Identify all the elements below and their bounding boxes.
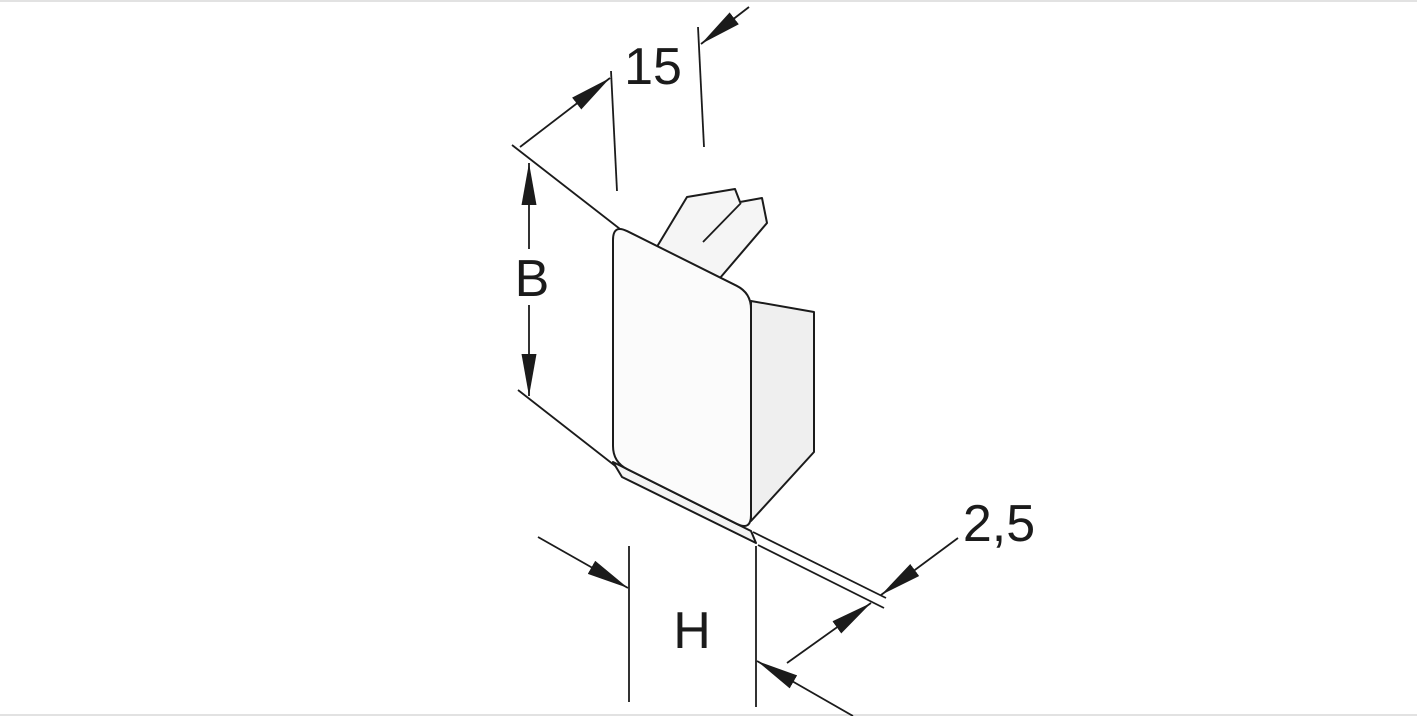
clip-tab: [654, 188, 768, 279]
front-face: [612, 228, 752, 527]
dimension-b: B: [508, 144, 624, 473]
dimension-15: 15: [519, 6, 750, 192]
end-cap-illustration: [612, 188, 815, 544]
page-top-border: [0, 0, 1417, 2]
extension-line: [511, 144, 621, 230]
extension-line: [697, 26, 705, 148]
extension-line: [752, 531, 887, 599]
dim-label-h: H: [673, 602, 711, 660]
dimension-arrow-line: [756, 660, 854, 716]
dimension-arrow-line: [700, 6, 750, 45]
dimension-arrow-line: [519, 77, 611, 148]
side-sleeve-wall: [750, 300, 815, 522]
extension-line: [610, 70, 618, 192]
extension-line: [757, 544, 885, 609]
dim-label-b: B: [515, 250, 550, 308]
dimension-arrow-line: [537, 536, 629, 589]
label-halo: [508, 249, 556, 305]
dimension-arrow-line: [786, 602, 872, 664]
extension-line: [517, 389, 624, 473]
dimension-h: H: [537, 536, 854, 716]
clip-tab-fold-edge: [702, 202, 742, 243]
dimension-2-5: 2,5: [752, 495, 1035, 664]
dim-label-15: 15: [624, 38, 682, 96]
dimension-arrow-line: [880, 537, 959, 596]
page-bottom-border: [0, 714, 1417, 716]
dim-label-2-5: 2,5: [963, 495, 1035, 553]
